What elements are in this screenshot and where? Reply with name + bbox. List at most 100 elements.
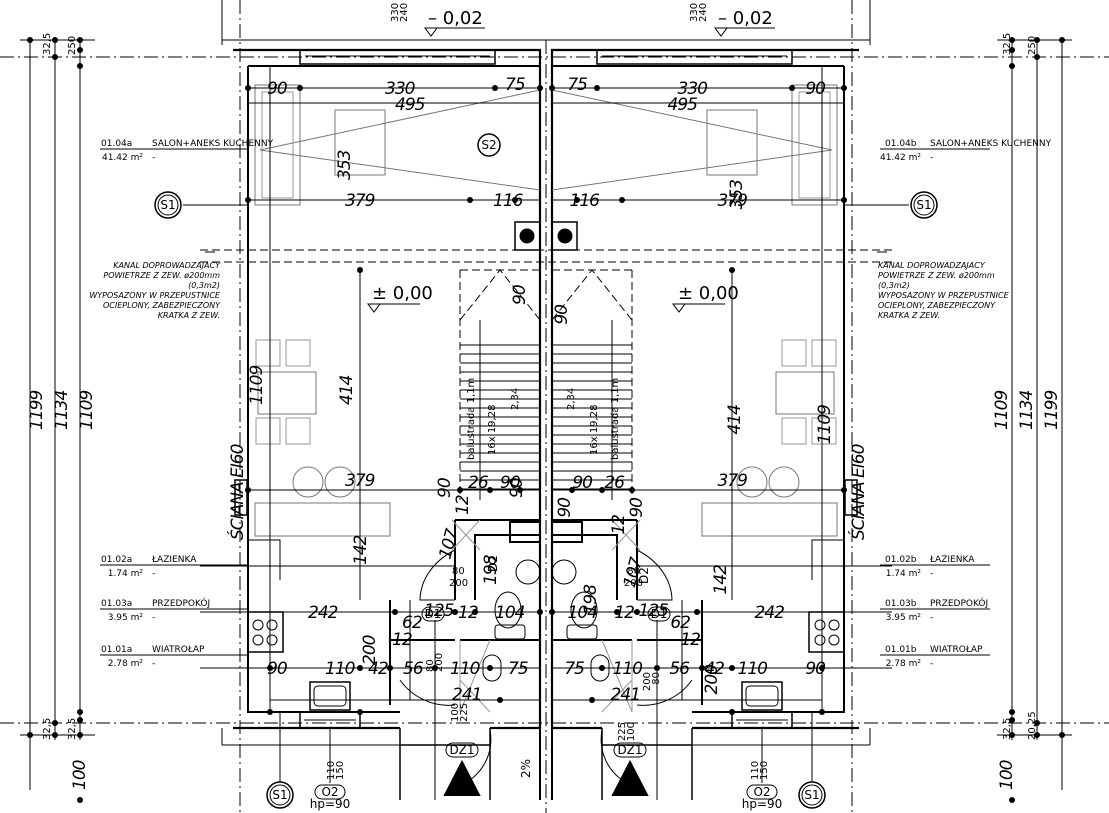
dimension-label-left: 80 — [425, 659, 436, 672]
dimension-label-right: 90 — [805, 79, 825, 99]
dimension-label-left: 104 — [495, 603, 525, 623]
window-dim-bottom-right-2: 150 — [759, 761, 770, 780]
dimension-label-right: 495 — [668, 95, 698, 115]
dimension-label-right: 75 — [564, 659, 584, 679]
dimension-label-right: 200 — [642, 672, 653, 691]
dimension-label-right: 80 — [651, 672, 662, 685]
dimension-label-right: 104 — [568, 603, 598, 623]
room-area-left: 41.42 m² — [102, 153, 143, 163]
wall-label-right: ŚCIANA EI60 — [847, 444, 869, 540]
dimension-label-left: 42 — [368, 659, 388, 679]
dimension-label-right: 125 — [639, 601, 669, 621]
dimension-label-left: 107 — [436, 527, 463, 562]
dimension-top-left-a: 32,5 — [42, 33, 53, 55]
dimension-label-right: 414 — [725, 405, 745, 435]
overall-dimension-right: 1199 — [1042, 391, 1062, 430]
dimension-label-right: 1109 — [815, 405, 835, 444]
dimension-label-left: 200 — [434, 653, 445, 672]
dimension-label-right: 90 — [627, 498, 647, 518]
slope-label: 2% — [519, 759, 533, 778]
room-id-left: 01.02a — [101, 555, 132, 565]
door-tag-d2-right: D2 — [637, 567, 651, 584]
duct-note-line-left: KRATKA Z ZEW. — [158, 311, 220, 320]
duct-note-line-right: OCIEPLONY, ZABEZPIECZONY — [878, 301, 996, 310]
room-name-right: WIATROŁAP — [930, 645, 983, 655]
overall-dimension-left: 1199 — [27, 391, 47, 430]
room-area-right: 1.74 m² — [886, 569, 922, 579]
room-name-right: ŁAZIENKA — [929, 555, 975, 565]
room-area-right: 3.95 m² — [886, 613, 922, 623]
dimension-label-right: 379 — [718, 471, 748, 491]
dimension-label-left: 1109 — [247, 366, 267, 405]
dimension-label-left: 56 — [403, 659, 424, 679]
level-floor-left: ± 0,00 — [372, 283, 433, 304]
dimension-label-left: 330 — [385, 79, 415, 99]
stair-label-right: 2,34 — [566, 388, 577, 410]
duct-note-line-right: KANAL DOPROWADZAJACY — [878, 261, 986, 270]
overall-dimension-left: 1134 — [52, 391, 72, 430]
window-dim-bottom-right: 110 — [750, 761, 761, 780]
room-area-right: 41.42 m² — [880, 153, 921, 163]
stair-label-left: 2,34 — [510, 388, 521, 410]
dimension-label-left: 12 — [392, 630, 412, 650]
level-marker-floor-left: ± 0,00 — [367, 283, 433, 313]
duct-note-line-right: (0,3m2) — [878, 281, 910, 290]
dimension-label-right: 12 — [680, 630, 700, 650]
dimension-bottom-left: 100 — [70, 760, 90, 790]
dimension-label-right: 142 — [711, 565, 731, 595]
overall-dimension-right: 1109 — [992, 391, 1012, 430]
dimension-label-left: 200 — [449, 578, 468, 589]
room-name-left: SALON+ANEKS KUCHENNY — [152, 139, 274, 149]
dimension-label-left: 26 — [468, 473, 489, 493]
dimension-label-right: 200 — [624, 578, 643, 589]
dimension-label-left: 90 — [507, 478, 527, 498]
overall-dimension-right: 1134 — [1017, 391, 1037, 430]
window-dim-top-right: 330 — [689, 3, 700, 22]
level-marker-top-left: – 0,02 — [424, 8, 485, 37]
dimension-label-right: 110 — [738, 659, 768, 679]
window-tag-o2-left: O2 — [321, 785, 338, 799]
door-tag-d2-left: D2 — [486, 555, 500, 572]
duct-note-line-left: (0,3m2) — [188, 281, 220, 290]
dimension-label-left: 241 — [452, 685, 481, 705]
dimension-label-right: 330 — [678, 79, 708, 99]
section-marker-s2-circle — [477, 133, 501, 157]
room-extra-right: - — [930, 613, 933, 623]
stair-label-left: 16x 19,28 — [487, 405, 498, 455]
dimension-label-left: 379 — [345, 191, 375, 211]
level-marker-top-right: – 0,02 — [714, 8, 775, 37]
dimension-label-left: 198 — [481, 554, 501, 585]
window-tag-o2-right: O2 — [753, 785, 770, 799]
duct-note-line-right: WYPOSAZONY W PRZEPUSTNICE — [878, 291, 1010, 300]
dimension-label-right: 379 — [718, 191, 748, 211]
dimension-label-right: 116 — [570, 191, 601, 211]
dimension-label-right: 56 — [669, 659, 690, 679]
dimension-label-right: 90 — [805, 659, 825, 679]
room-extra-right: - — [930, 153, 933, 163]
dimension-bot-right-b: 20,25 — [1027, 711, 1038, 740]
duct-note-line-right: POWIETRZE Z ZEW. ø200mm — [878, 271, 995, 280]
section-marker-s1-bottom-right: S1 — [804, 788, 819, 802]
dimension-label-left: 242 — [308, 603, 338, 623]
section-marker-s1: S1 — [160, 198, 175, 212]
dimension-label-left: 12 — [453, 495, 473, 515]
window-dim-bottom-left-2: 150 — [335, 761, 346, 780]
overall-dimension-left: 1109 — [77, 391, 97, 430]
dimension-label-left: 90 — [435, 478, 455, 498]
dimension-label-left: 90 — [267, 659, 287, 679]
room-id-left: 01.04a — [101, 139, 132, 149]
dimension-label-right: 200 — [702, 665, 722, 695]
dimension-label-right: 42 — [704, 659, 724, 679]
level-top-left: – 0,02 — [428, 8, 483, 29]
dimension-label-left: 110 — [450, 659, 480, 679]
dimension-label-right: 62 — [670, 613, 690, 633]
dimension-bot-left-a: 32,5 — [42, 718, 53, 740]
section-marker-s1-right: S1 — [916, 198, 931, 212]
dimension-label-left: 353 — [335, 150, 355, 180]
dimension-label-left: 225 — [459, 703, 470, 722]
duct-note-line-left: WYPOSAZONY W PRZEPUSTNICE — [89, 291, 221, 300]
room-id-left: 01.01a — [101, 645, 132, 655]
dimension-label-left: 125 — [424, 601, 454, 621]
window-dim-top-right-2: 240 — [698, 3, 709, 22]
dimension-label-left: 495 — [395, 95, 425, 115]
